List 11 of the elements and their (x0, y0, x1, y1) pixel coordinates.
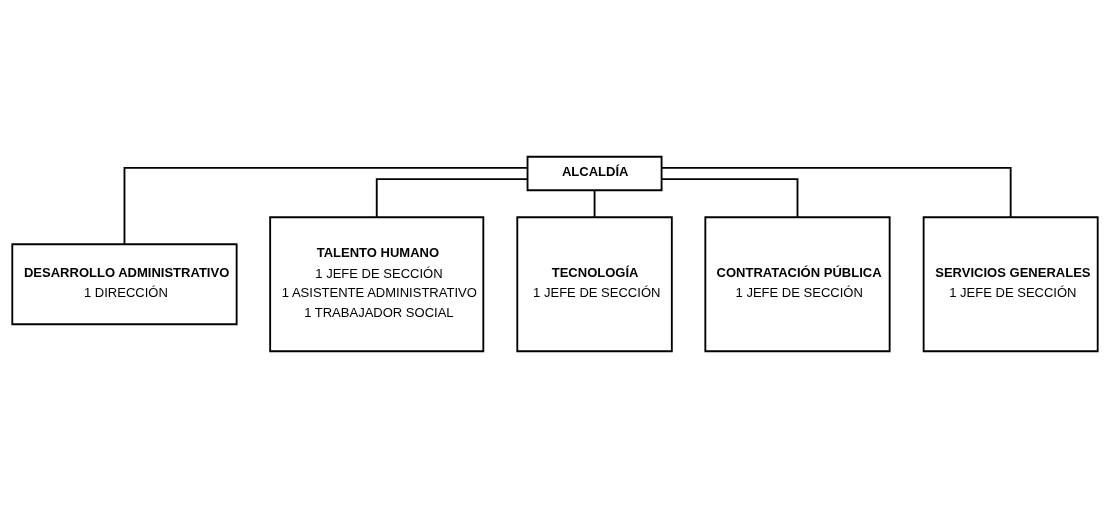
connector (660, 166, 1012, 218)
node-box: SERVICIOS GENERALES 1 JEFE DE SECCIÓN (922, 216, 1099, 353)
node-box: TALENTO HUMANO 1 JEFE DE SECCIÓN 1 ASISTENTE ADMINISTRATIVO 1 TRABAJADOR SOCIAL (269, 216, 485, 353)
node-box: CONTRATACIÓN PÚBLICA 1 JEFE DE SECCIÓN (704, 216, 891, 353)
connector (123, 166, 529, 246)
connector (375, 178, 529, 218)
node-box: ALCALDÍA (526, 155, 663, 192)
connector (593, 189, 596, 219)
node-box: TECNOLOGÍA 1 JEFE DE SECCIÓN (516, 216, 673, 353)
connector (660, 178, 799, 218)
node-box: DESARROLLO ADMINISTRATIVO 1 DIRECCIÓN (11, 243, 238, 326)
